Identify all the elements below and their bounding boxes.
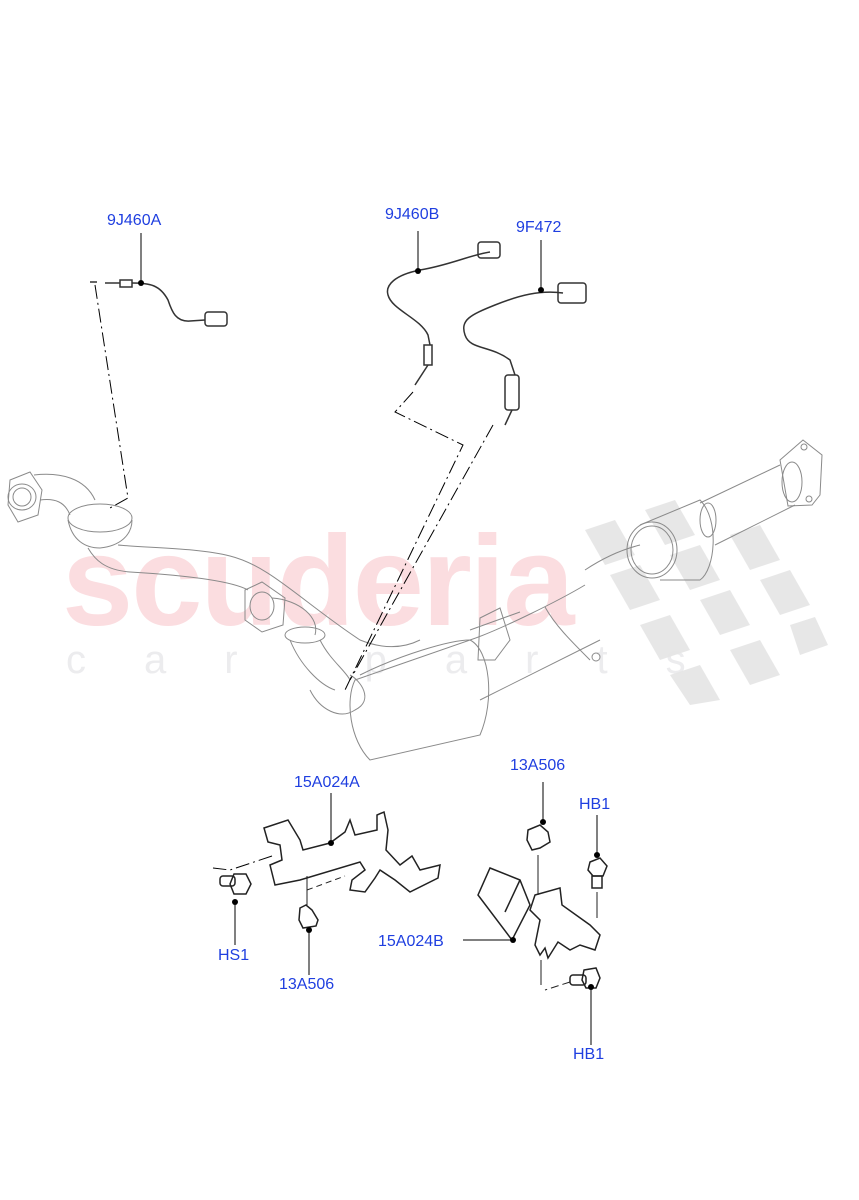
callout-HS1[interactable]: HS1 — [218, 947, 250, 964]
sensor-9J460B-drawing — [386, 241, 501, 386]
callout-9J460B[interactable]: 9J460B — [385, 206, 440, 223]
callout-9F472[interactable]: 9F472 — [516, 219, 562, 236]
exhaust-silencer — [349, 439, 823, 761]
watermark-car-parts: car parts — [66, 638, 744, 682]
callout-9J460A[interactable]: 9J460A — [107, 212, 162, 229]
callout-HB1-lower[interactable]: HB1 — [573, 1046, 605, 1063]
callout-13A506-right[interactable]: 13A506 — [510, 757, 566, 774]
callout-15A024A[interactable]: 15A024A — [294, 774, 360, 791]
watermark-scuderia: scuderia — [62, 510, 574, 653]
callout-HB1-upper[interactable]: HB1 — [579, 796, 611, 813]
clip-13A506-right-drawing — [526, 824, 551, 851]
bracket-15A024A-drawing — [263, 810, 441, 893]
exhaust-front-pipe — [7, 471, 421, 715]
bolt-HS1-drawing — [219, 873, 252, 895]
callout-15A024B[interactable]: 15A024B — [378, 933, 444, 950]
sensor-9F472-drawing — [463, 282, 587, 426]
callout-13A506-left[interactable]: 13A506 — [279, 976, 335, 993]
bolt-HB1-upper-drawing — [587, 857, 608, 889]
bracket-15A024B-drawing — [477, 867, 601, 960]
bolt-HB1-lower-drawing — [569, 967, 601, 989]
clip-13A506-left-drawing — [298, 904, 319, 929]
sensor-9J460A-drawing — [90, 279, 228, 327]
checkered-flag-icon — [585, 500, 828, 705]
